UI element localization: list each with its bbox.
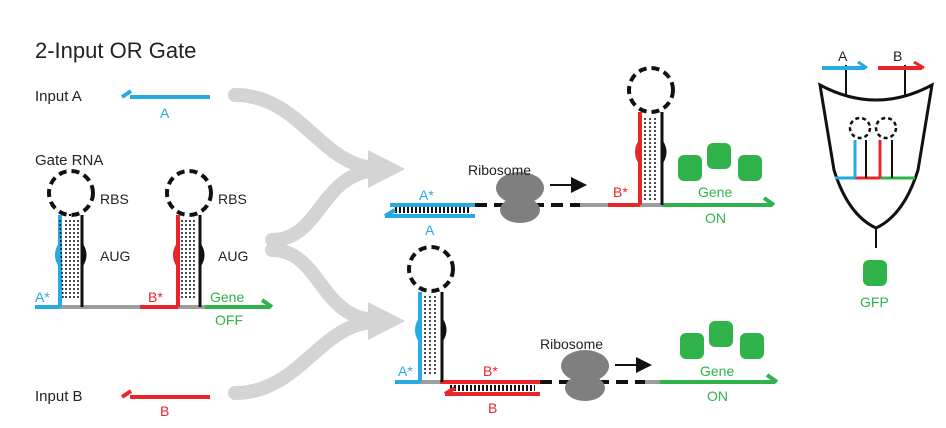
flow-arrowheads — [368, 150, 405, 340]
ribosome-label-top: Ribosome — [468, 162, 532, 178]
flow-arrows — [228, 88, 382, 400]
off-label: OFF — [215, 312, 243, 328]
gfp-label: GFP — [860, 294, 889, 310]
ribosome-icon — [496, 172, 544, 223]
strand-a-label-top: A — [425, 222, 435, 238]
input-b-label: Input B — [35, 388, 83, 405]
strand-a-label: A — [160, 105, 170, 121]
aug-label-1: AUG — [100, 248, 131, 264]
complex-b-bound — [395, 245, 779, 401]
protein-icon — [678, 143, 762, 181]
b-star-label-bottom: B* — [483, 363, 498, 379]
a-star-label-gate: A* — [35, 289, 50, 305]
gene-label-gate: Gene — [210, 289, 245, 305]
cup-a-label: A — [838, 48, 848, 64]
strand-b-label: B — [160, 403, 170, 419]
a-star-label-bottom: A* — [398, 363, 413, 379]
b-star-label-top: B* — [613, 184, 628, 200]
ribosome-label-bottom: Ribosome — [540, 336, 604, 352]
on-label-bottom: ON — [707, 388, 728, 404]
b-star-label-gate: B* — [148, 289, 163, 305]
input-b-strand — [120, 389, 210, 399]
rbs-label-2: RBS — [218, 191, 247, 207]
input-a-label: Input A — [35, 88, 82, 105]
a-star-label-top: A* — [419, 187, 434, 203]
gene-label-bottom: Gene — [700, 363, 735, 379]
gate-rna — [35, 169, 274, 309]
complex-a-bound — [383, 66, 776, 223]
gene-label-top: Gene — [698, 184, 733, 200]
on-label-top: ON — [705, 210, 726, 226]
input-a-strand — [120, 89, 210, 99]
protein-icon — [680, 321, 764, 359]
rbs-label-1: RBS — [100, 191, 129, 207]
cell-cup-icon — [818, 60, 934, 286]
cup-b-label: B — [893, 48, 903, 64]
gfp-protein-icon — [863, 260, 887, 286]
strand-b-label-bottom: B — [488, 400, 498, 416]
ribosome-icon — [561, 350, 609, 401]
diagram-title: 2-Input OR Gate — [35, 38, 197, 63]
aug-label-2: AUG — [218, 248, 249, 264]
gate-rna-label: Gate RNA — [35, 152, 104, 169]
